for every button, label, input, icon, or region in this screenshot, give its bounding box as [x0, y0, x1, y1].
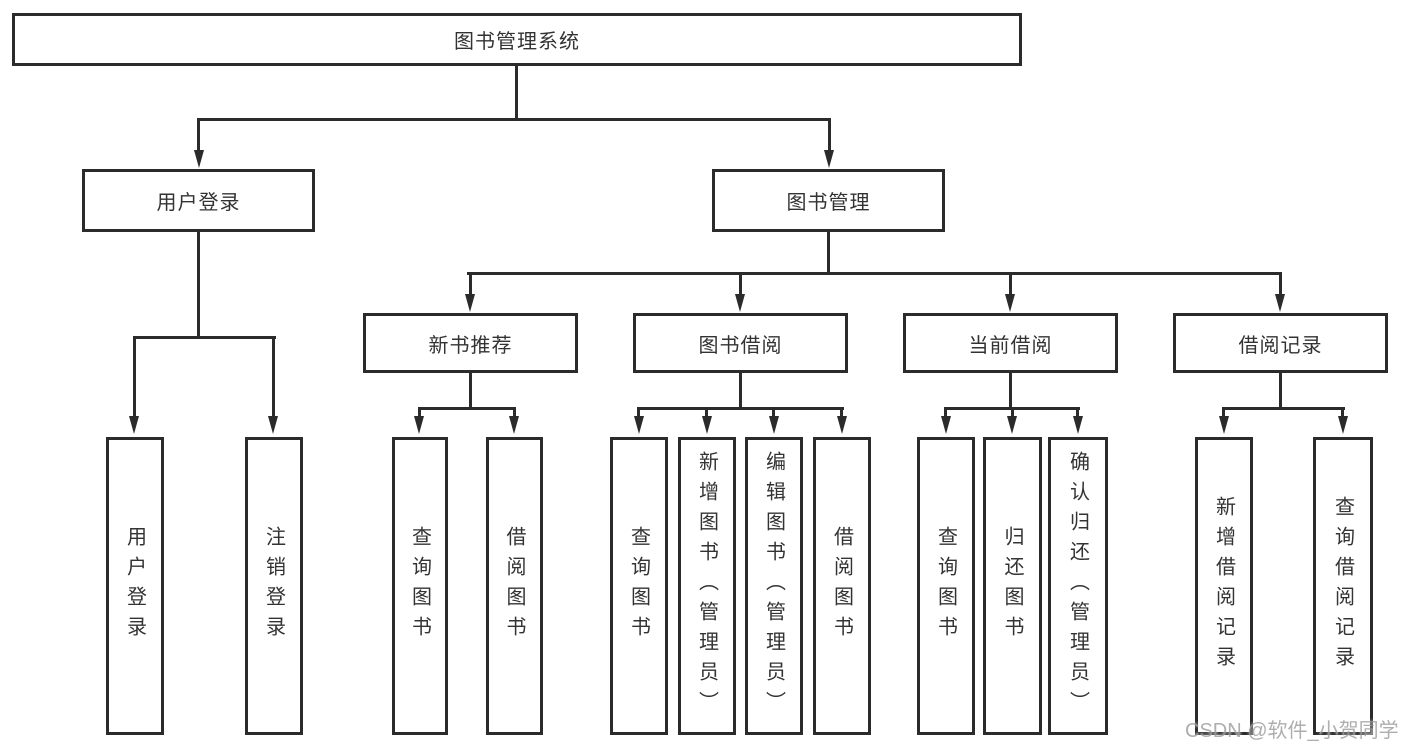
node-user-login: 用户登录	[82, 169, 315, 232]
connector-borrow-records-stem	[1279, 372, 1282, 410]
arrowhead-g2-leaf2	[702, 416, 712, 434]
leaf-user-login-label: 用户登录	[123, 526, 146, 646]
leaf-add-borrow-record-label: 新增借阅记录	[1212, 496, 1235, 676]
node-current-borrow: 当前借阅	[903, 313, 1118, 373]
leaf-logout: 注销登录	[245, 437, 303, 735]
connector-user-login-stem	[197, 232, 200, 336]
leaf-query-book-recommend: 查询图书	[392, 437, 448, 735]
leaf-borrow-book-recommend-label: 借阅图书	[503, 526, 525, 646]
arrowhead-g4-leaf1	[1219, 416, 1229, 434]
connector-drop-book-borrow	[739, 272, 742, 296]
connector-new-book-hbar	[418, 407, 516, 410]
leaf-add-borrow-record: 新增借阅记录	[1195, 437, 1253, 735]
connector-drop-g3-leaf3	[1076, 407, 1079, 419]
arrowhead-user-login	[194, 150, 204, 168]
connector-drop-g2-leaf2	[705, 407, 708, 419]
leaf-confirm-return-admin: 确认归还（管理员）	[1048, 437, 1108, 735]
leaf-query-book-current-label: 查询图书	[934, 526, 957, 646]
arrowhead-g2-leaf1	[634, 416, 644, 434]
connector-drop-g4-leaf2	[1341, 407, 1344, 419]
connector-drop-g3-leaf2	[1011, 407, 1014, 419]
connector-book-mgmt-hbar	[467, 272, 1282, 275]
connector-drop-g2-leaf1	[637, 407, 640, 419]
arrowhead-g1-leaf1	[414, 416, 424, 434]
csdn-watermark: CSDN @软件_小贺同学	[1185, 720, 1399, 742]
node-book-borrow: 图书借阅	[633, 313, 848, 373]
leaf-add-book-admin: 新增图书（管理员）	[678, 437, 736, 735]
arrowhead-leaf-logout	[268, 416, 278, 434]
connector-root-stem	[515, 66, 518, 118]
leaf-return-book-label: 归还图书	[1001, 526, 1023, 646]
arrowhead-g3-leaf3	[1073, 416, 1083, 434]
leaf-query-book-borrow: 查询图书	[610, 437, 668, 735]
connector-drop-borrow-records	[1279, 272, 1282, 296]
arrowhead-book-borrow	[735, 294, 745, 312]
leaf-add-book-admin-label: 新增图书（管理员）	[695, 451, 718, 721]
connector-drop-g4-leaf1	[1222, 407, 1225, 419]
connector-drop-leaf-login	[133, 336, 136, 418]
connector-root-hbar	[197, 118, 831, 121]
leaf-query-borrow-record-label: 查询借阅记录	[1331, 496, 1354, 676]
leaf-query-book-recommend-label: 查询图书	[408, 526, 431, 646]
connector-book-borrow-stem	[739, 372, 742, 410]
leaf-query-borrow-record: 查询借阅记录	[1313, 437, 1373, 735]
connector-borrow-records-hbar	[1222, 407, 1345, 410]
connector-drop-leaf-logout	[272, 336, 275, 418]
connector-book-mgmt-stem	[827, 232, 830, 275]
node-root: 图书管理系统	[12, 13, 1022, 66]
arrowhead-g3-leaf2	[1007, 416, 1017, 434]
leaf-edit-book-admin-label: 编辑图书（管理员）	[762, 451, 785, 721]
arrowhead-book-mgmt	[824, 150, 834, 168]
node-new-book-recommend: 新书推荐	[363, 313, 578, 373]
arrowhead-g2-leaf4	[837, 416, 847, 434]
connector-drop-g1-leaf1	[418, 407, 421, 419]
leaf-query-book-current: 查询图书	[917, 437, 975, 735]
connector-drop-g3-leaf1	[944, 407, 947, 419]
leaf-borrow-book-recommend: 借阅图书	[486, 437, 543, 735]
leaf-query-book-borrow-label: 查询图书	[627, 526, 650, 646]
connector-new-book-stem	[469, 372, 472, 410]
connector-drop-current-borrow	[1009, 272, 1012, 296]
node-book-management: 图书管理	[712, 169, 945, 232]
leaf-user-login: 用户登录	[106, 437, 164, 735]
arrowhead-g3-leaf1	[941, 416, 951, 434]
connector-drop-book-mgmt	[828, 118, 831, 152]
connector-drop-new-book	[469, 272, 472, 296]
connector-drop-g2-leaf4	[840, 407, 843, 419]
leaf-confirm-return-admin-label: 确认归还（管理员）	[1066, 451, 1089, 721]
leaf-logout-label: 注销登录	[262, 526, 285, 646]
leaf-edit-book-admin: 编辑图书（管理员）	[745, 437, 803, 735]
arrowhead-g4-leaf2	[1338, 416, 1348, 434]
leaf-borrow-book: 借阅图书	[813, 437, 871, 735]
arrowhead-borrow-records	[1275, 294, 1285, 312]
connector-drop-user-login	[197, 118, 200, 152]
connector-current-borrow-stem	[1009, 372, 1012, 410]
connector-book-borrow-hbar	[637, 407, 844, 410]
connector-drop-g1-leaf2	[513, 407, 516, 419]
arrowhead-leaf-login	[129, 416, 139, 434]
leaf-borrow-book-label: 借阅图书	[830, 526, 853, 646]
arrowhead-current-borrow	[1005, 294, 1015, 312]
arrowhead-g2-leaf3	[769, 416, 779, 434]
node-borrow-records: 借阅记录	[1173, 313, 1388, 373]
arrowhead-g1-leaf2	[509, 416, 519, 434]
arrowhead-new-book	[465, 294, 475, 312]
connector-drop-g2-leaf3	[772, 407, 775, 419]
leaf-return-book: 归还图书	[983, 437, 1042, 735]
connector-user-login-hbar	[133, 336, 276, 339]
